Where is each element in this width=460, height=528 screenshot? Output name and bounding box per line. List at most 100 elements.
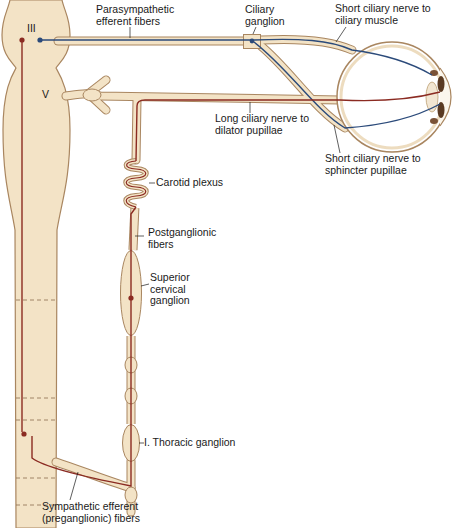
spinal-synapse: [21, 431, 26, 436]
preganglionic-fiber: [40, 39, 252, 40]
leader-line: [141, 284, 149, 286]
sympathetic-chain: [128, 461, 135, 512]
leader-line: [334, 125, 340, 153]
superior-cervical-ganglion: Superior cervical ganglion: [120, 250, 142, 336]
carotid-nerve: [136, 100, 137, 160]
leader-line: [135, 236, 144, 237]
ciliary-body: [430, 118, 438, 124]
plexus-fiber: [126, 161, 146, 207]
ciliary-ganglion: Ciliary ganglion: [243, 34, 261, 49]
trigeminal-branch: [92, 97, 106, 110]
node-outline: [120, 250, 142, 336]
node-label: Carotid plexus: [156, 177, 246, 189]
postganglionic-fiber: [131, 207, 136, 296]
short-ciliary-nerve: [261, 39, 352, 50]
nerve-label: Long ciliary nerve to dilator pupillae: [215, 113, 320, 136]
postganglionic-fiber: [254, 39, 432, 75]
ganglion-synapse: [128, 295, 133, 300]
leader-lines: [70, 27, 346, 500]
node-outline: [122, 424, 140, 462]
leader-line: [253, 27, 256, 34]
iris: [438, 102, 445, 118]
leader-line: [130, 27, 131, 38]
eyeball: [337, 42, 451, 152]
white-ramus: [56, 462, 131, 488]
chain-beads: [125, 357, 137, 503]
nerve-label: Short ciliary nerve to ciliary muscle: [335, 3, 440, 26]
node-label: I. Thoracic ganglion: [144, 437, 256, 449]
node-label: Superior cervical ganglion: [150, 272, 206, 307]
sclera: [337, 42, 447, 152]
hypothalamic-neuron: [19, 37, 24, 42]
trigeminal-branch: [88, 80, 106, 94]
leader-line: [336, 27, 346, 42]
postganglionic-fiber: [254, 42, 440, 128]
trigeminal-branch: [92, 97, 106, 110]
sympathetic-trunk: [133, 208, 135, 250]
nerve-numeral: V: [42, 89, 58, 101]
segment-dash: [16, 300, 56, 301]
plexus-coil: [126, 161, 146, 207]
ganglion-spindle: [121, 251, 142, 336]
carotid-nerve: [136, 100, 137, 160]
chain-bead: [125, 357, 137, 373]
edge-label: Postganglionic fibers: [148, 227, 223, 250]
node-label: Ciliary ganglion: [245, 4, 297, 27]
segment-dash: [16, 420, 56, 421]
oculomotor-nerve: [58, 38, 245, 45]
thoracic-ganglion: I. Thoracic ganglion: [122, 424, 140, 462]
oculomotor-nucleus: [37, 37, 42, 42]
ganglion-synapse: [250, 39, 255, 44]
nerve-sheath-fills: [56, 39, 352, 512]
parasympathetic-fibers: [40, 39, 440, 128]
leader-line: [70, 472, 78, 500]
trigeminal-nerve: [66, 94, 340, 100]
carotid-plexus: Carotid plexus: [118, 160, 154, 208]
nerve-trunk-outline: [133, 208, 135, 250]
segment-dash: [16, 478, 56, 479]
chain-bead: [125, 388, 137, 404]
lens: [426, 82, 438, 112]
ciliary-body: [430, 70, 438, 76]
trigeminal-ganglion: [83, 89, 101, 101]
nerve-trunk-outline: [127, 336, 136, 424]
nerve-label: Sympathetic efferent (preganglionic) fib…: [42, 501, 162, 524]
chain-bead: [125, 487, 137, 503]
choroid: [341, 46, 443, 148]
sympathetic-chain: [127, 461, 136, 512]
sympathetic-trunk: [128, 336, 135, 424]
nerve-numeral: III: [27, 23, 49, 35]
nerve-sheath-outlines: [56, 39, 352, 512]
node-outline: [118, 160, 154, 208]
postganglionic-fiber: [136, 92, 440, 161]
white-ramus: [56, 462, 131, 488]
plexus-coil-outline: [126, 161, 146, 207]
leader-line: [149, 183, 155, 184]
leader-line: [250, 102, 251, 113]
cornea: [440, 68, 451, 126]
ganglion-box: [244, 35, 261, 49]
trigeminal-branch: [88, 80, 106, 94]
segment-dash: [16, 505, 56, 506]
preganglionic-fiber: [32, 300, 131, 486]
oculomotor-nerve: [58, 37, 245, 46]
brainstem-spinal-cord: [2, 0, 70, 528]
ganglion-spindle: [123, 425, 140, 462]
central-fiber: [21, 40, 22, 432]
trigeminal-nerve: [66, 94, 340, 100]
short-ciliary-nerve: [261, 46, 345, 128]
sympathetic-fibers: [22, 40, 440, 486]
nerve-label: Parasympathetic efferent fibers: [96, 4, 180, 27]
leader-line: [139, 443, 144, 444]
node-outline: [243, 34, 261, 49]
segment-dash: [16, 398, 56, 399]
iris: [438, 76, 445, 92]
segment-dashes: [16, 300, 56, 505]
short-ciliary-nerve: [261, 39, 352, 50]
short-ciliary-nerve: [261, 46, 345, 128]
